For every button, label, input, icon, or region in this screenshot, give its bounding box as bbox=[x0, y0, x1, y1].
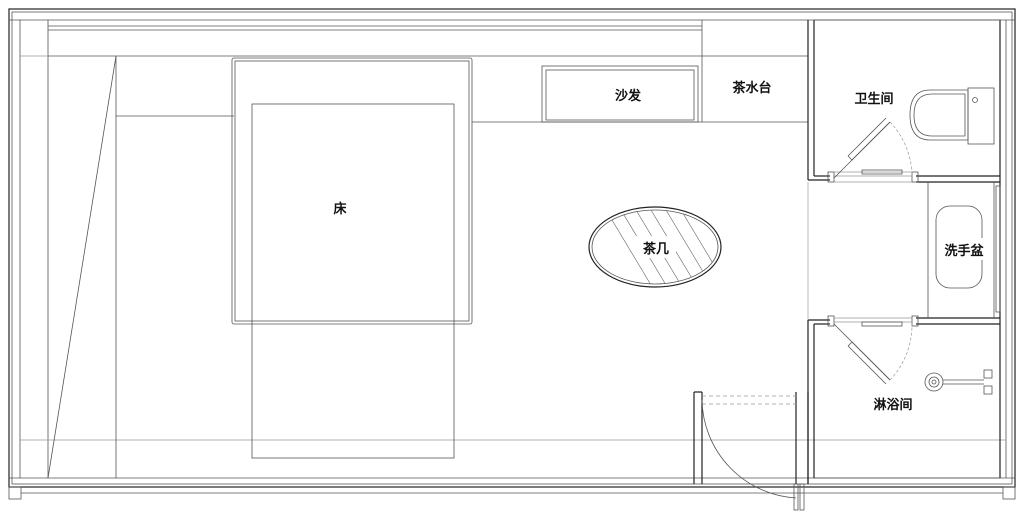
toilet-door bbox=[827, 117, 919, 183]
toilet bbox=[909, 87, 995, 145]
coffee-table: 茶几 bbox=[588, 206, 722, 288]
bed-label: 床 bbox=[333, 201, 347, 217]
washbasin: 洗手盆 bbox=[927, 182, 1001, 318]
shower-head bbox=[924, 369, 993, 395]
sofa: 沙发 bbox=[472, 65, 808, 123]
shower-room-label: 淋浴间 bbox=[873, 397, 912, 413]
sofa-label: 沙发 bbox=[615, 88, 642, 104]
outer-walls bbox=[8, 8, 1016, 500]
entry-door bbox=[693, 391, 809, 511]
toilet-room: 卫生间 bbox=[827, 87, 995, 183]
wardrobe bbox=[47, 55, 234, 479]
toilet-room-label: 卫生间 bbox=[854, 91, 893, 107]
washbasin-label: 洗手盆 bbox=[944, 243, 984, 259]
bed: 床 bbox=[231, 57, 473, 459]
coffee-table-label: 茶几 bbox=[643, 241, 669, 257]
shower-door bbox=[827, 315, 919, 385]
tea-counter-label: 茶水台 bbox=[732, 80, 771, 96]
shower-room: 淋浴间 bbox=[827, 315, 993, 413]
tea-counter: 茶水台 bbox=[701, 20, 772, 122]
top-counter bbox=[20, 25, 1006, 441]
